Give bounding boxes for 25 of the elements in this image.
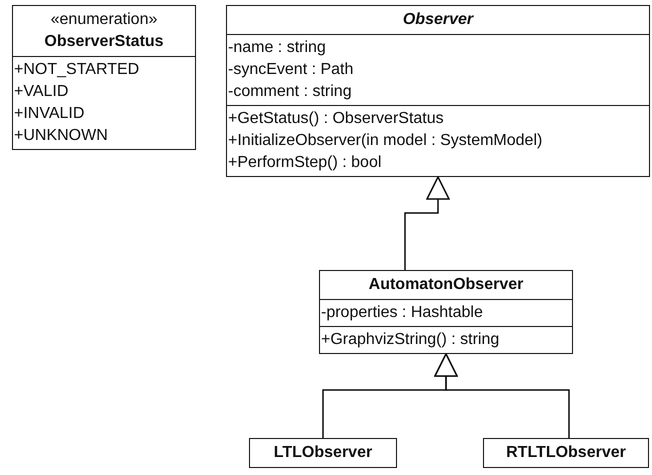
generalization-arrow — [434, 353, 570, 438]
class-box — [12, 5, 196, 150]
class-box — [249, 438, 397, 468]
stereotype-label: «enumeration» — [50, 10, 158, 30]
method-text: +PerformStep() : bool — [228, 153, 382, 173]
class-name: ObserverStatus — [44, 32, 164, 52]
enum-literal: +UNKNOWN — [14, 126, 108, 146]
class-name: RTLTLObserver — [506, 443, 626, 463]
class-box — [319, 270, 573, 354]
generalization-arrow — [404, 176, 450, 270]
class-name: LTLObserver — [274, 443, 372, 463]
enum-literal: +VALID — [14, 82, 68, 102]
attribute-text: -syncEvent : Path — [228, 60, 354, 80]
class-box — [483, 438, 649, 468]
enum-literal: +NOT_STARTED — [14, 60, 140, 80]
class-box — [226, 5, 650, 177]
attribute-text: -comment : string — [228, 82, 352, 102]
attribute-text: -name : string — [228, 38, 326, 58]
method-text: +InitializeObserver(in model : SystemModel) — [228, 131, 542, 151]
class-name: AutomatonObserver — [368, 275, 524, 295]
attribute-text: -properties : Hashtable — [321, 303, 483, 323]
method-text: +GetStatus() : ObserverStatus — [228, 109, 444, 129]
method-text: +GraphvizString() : string — [321, 330, 500, 350]
class-name: Observer — [402, 10, 474, 30]
enum-literal: +INVALID — [14, 104, 84, 124]
